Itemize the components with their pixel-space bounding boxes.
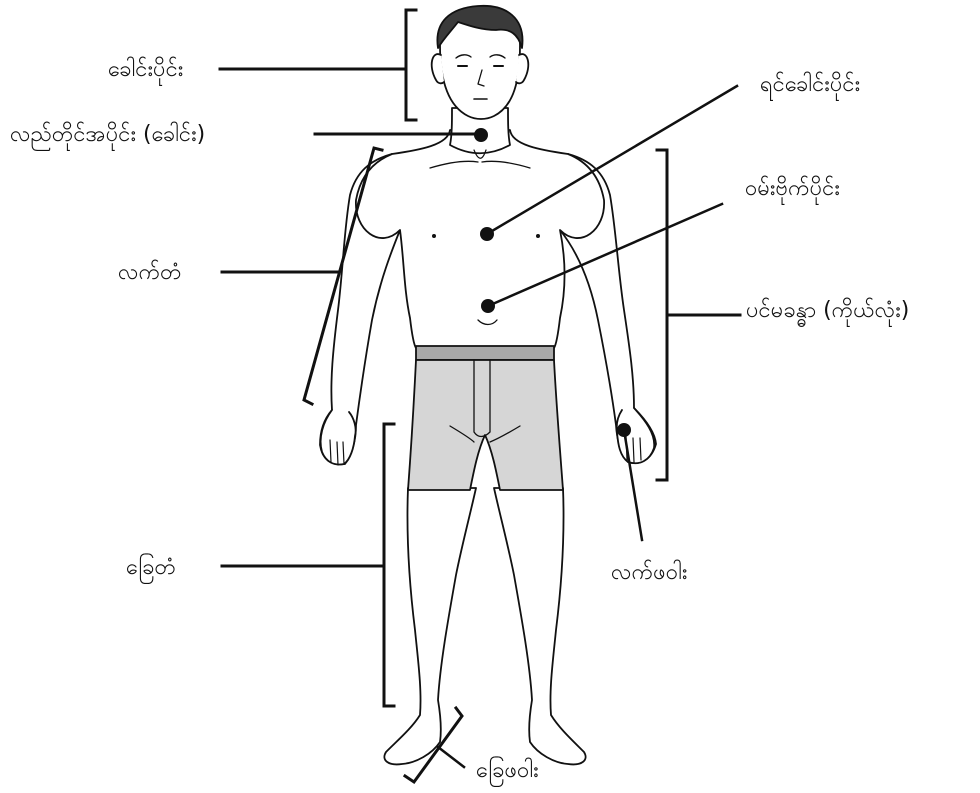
neck-label: လည်တိုင်အပိုင်း (ခေါင်း)	[10, 124, 205, 146]
left-leg	[384, 488, 476, 764]
chest-label: ရင်ခေါင်းပိုင်း	[760, 74, 860, 96]
hand-label: လက်ဖဝါး	[611, 562, 687, 584]
neck-dot	[474, 128, 488, 142]
right-leg	[494, 488, 586, 764]
foot-leader	[438, 747, 464, 767]
shorts	[408, 360, 563, 490]
shorts-waistband	[416, 346, 554, 360]
head-label: ခေါင်းပိုင်း	[108, 59, 183, 81]
head-bracket	[406, 10, 416, 120]
leg-label: ခြေတံ	[126, 557, 176, 579]
foot-label: ခြေဖဝါး	[476, 760, 539, 782]
body-label: ပင်မခန္ဓာ (ကိုယ်လုံး)	[746, 300, 909, 322]
arm-label: လက်တံ	[118, 262, 182, 284]
chest-dot	[480, 227, 494, 241]
hand-dot	[617, 423, 631, 437]
abdomen-label: ဝမ်းဗိုက်ပိုင်း	[745, 178, 840, 200]
figure	[320, 6, 656, 765]
abdomen-dot	[481, 299, 495, 313]
